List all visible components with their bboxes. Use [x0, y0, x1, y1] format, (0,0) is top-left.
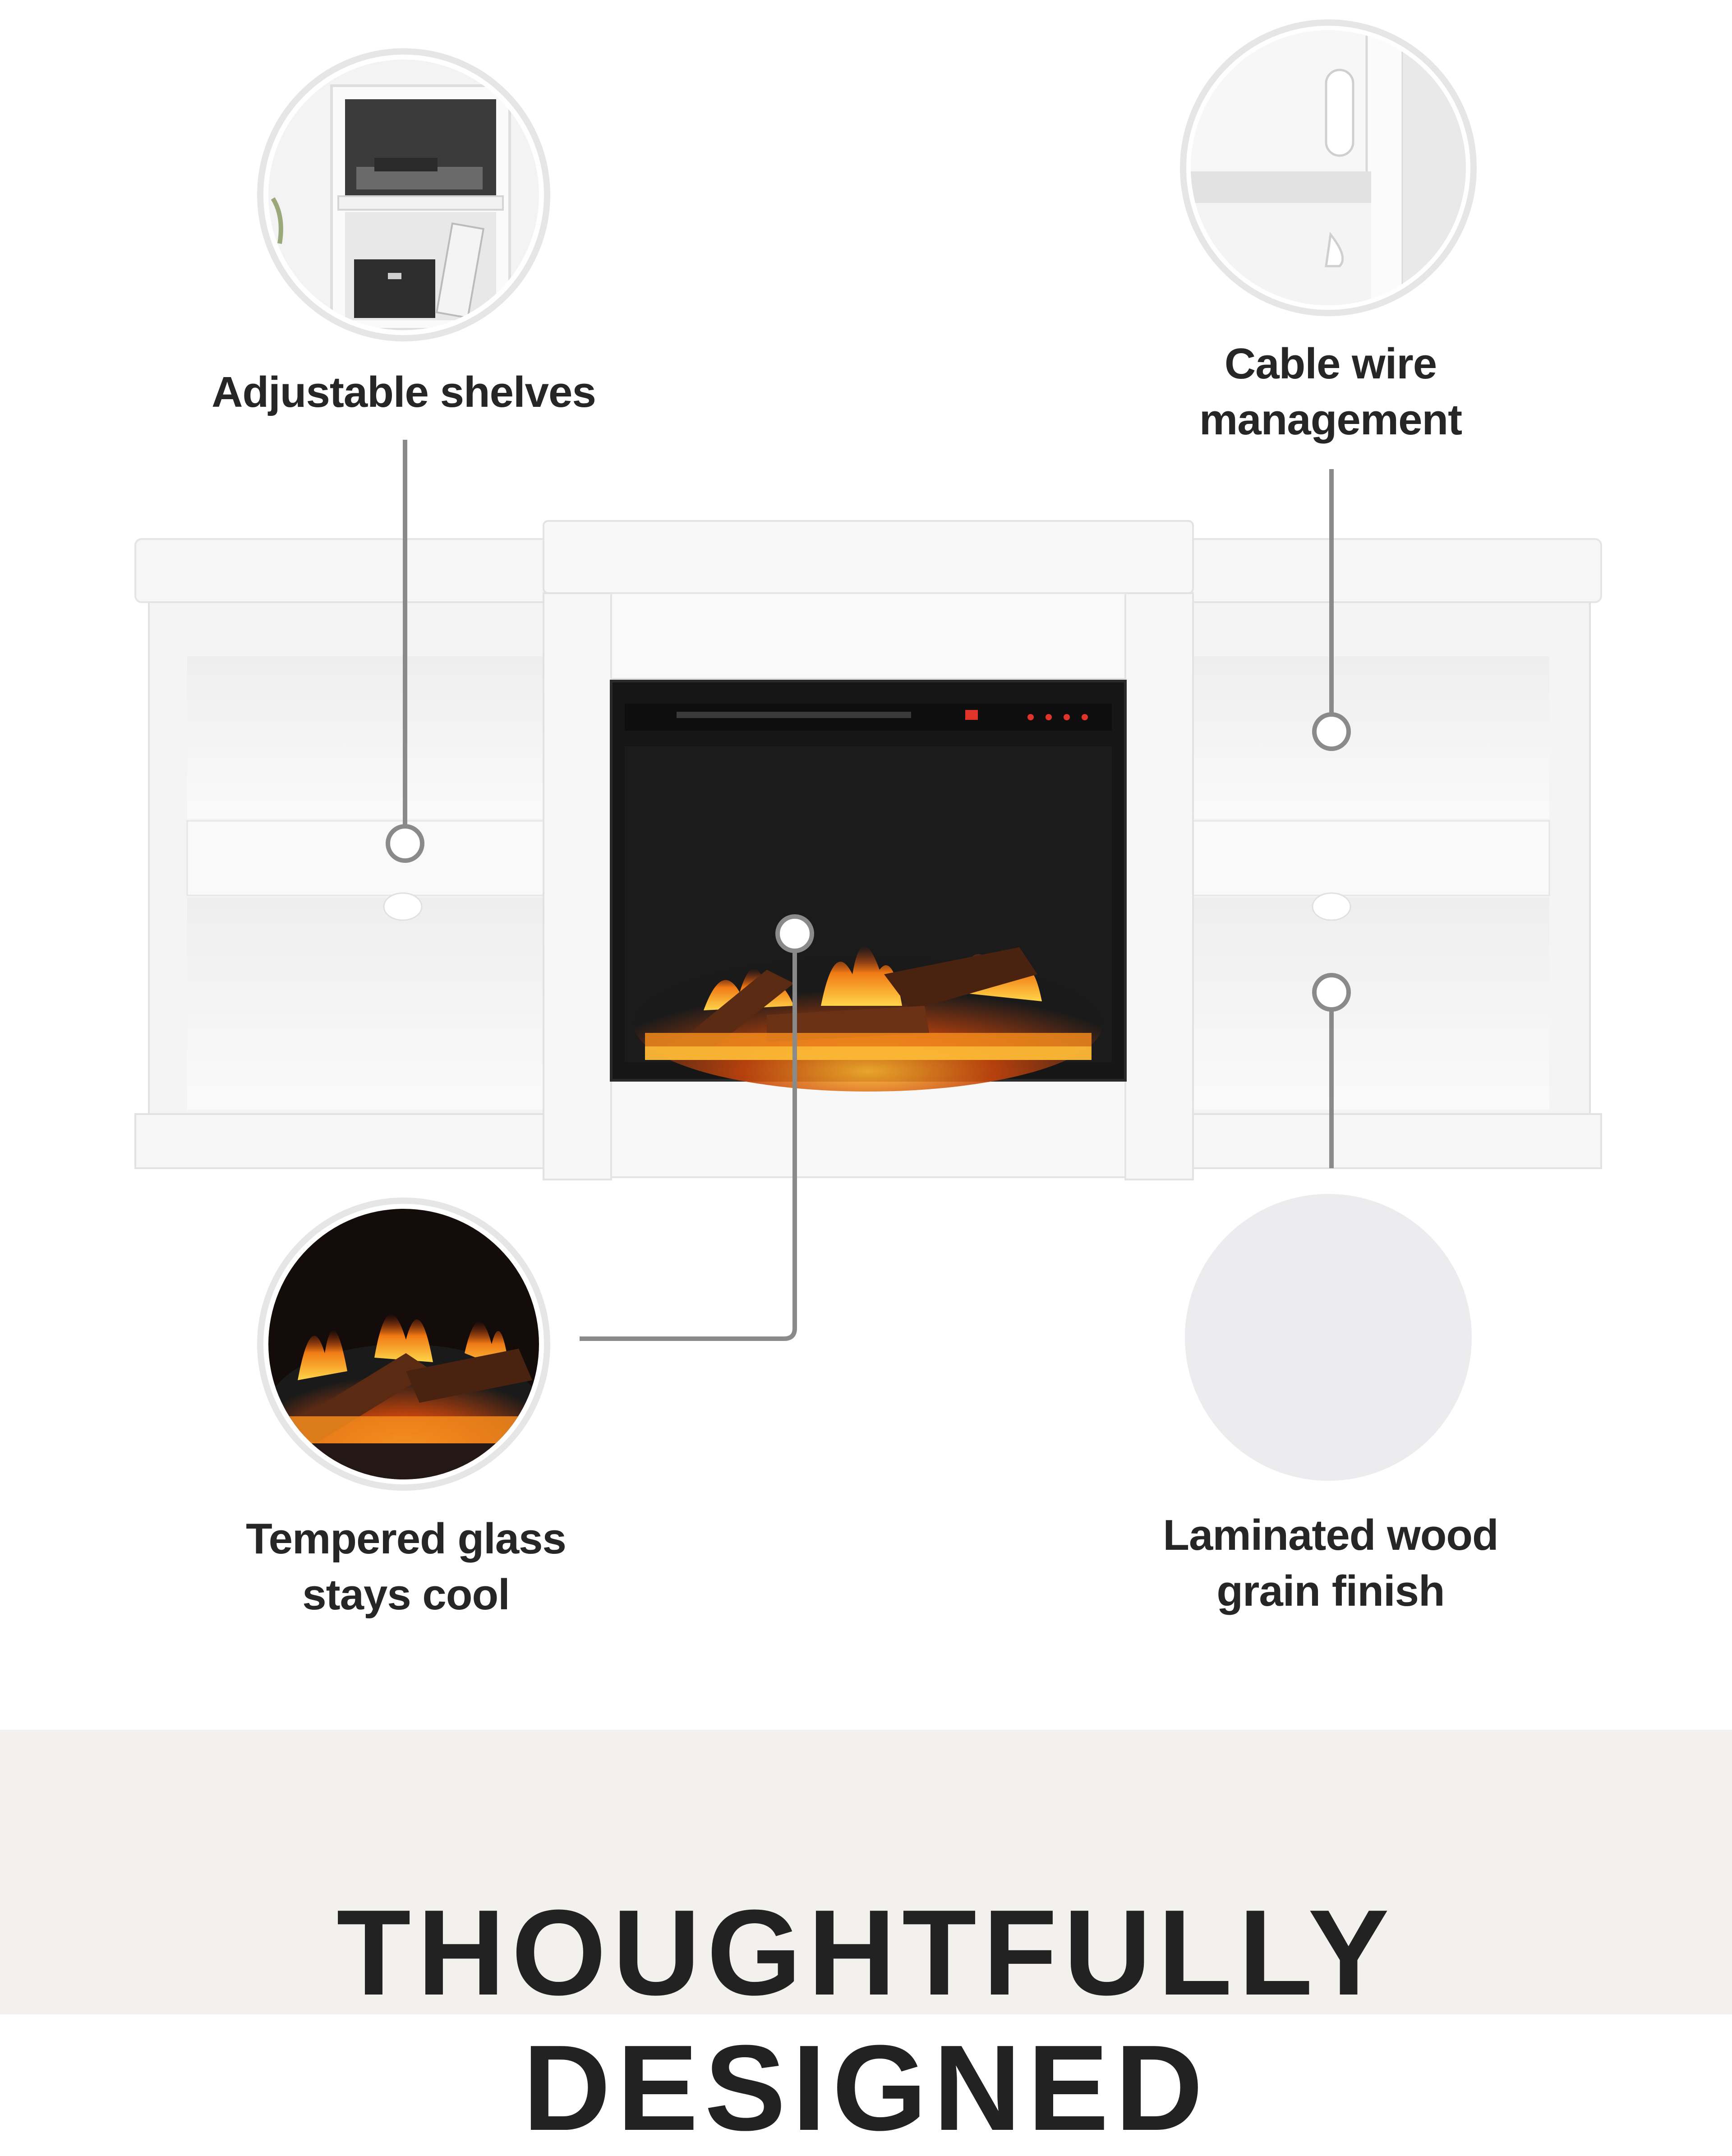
detail-circle-finish [1185, 1194, 1472, 1481]
callout-line-glass [580, 952, 797, 1341]
right-column [1124, 592, 1194, 1180]
marker-shelves [386, 824, 424, 863]
control-light [1027, 714, 1034, 720]
center-mantel [543, 520, 1194, 594]
label-line: management [1199, 396, 1462, 444]
label-line: Tempered glass [246, 1515, 567, 1563]
right-cable-hole [1312, 892, 1351, 921]
footer-title: THOUGHTFULLY DESIGNED [336, 1885, 1396, 2156]
left-upper-cubby [187, 656, 550, 819]
vent-slots [677, 712, 911, 718]
center-header [610, 592, 1126, 680]
illustration [134, 19, 1602, 1491]
detail-circle-shelves [257, 48, 550, 341]
right-upper-cubby [1188, 656, 1549, 819]
label-laminated-wood: Laminated wood grain finish [1082, 1507, 1579, 1619]
label-cable-wire-management: Cable wire management [1105, 336, 1556, 448]
fireplace-tv-stand [134, 520, 1602, 1180]
label-adjustable-shelves: Adjustable shelves [176, 364, 631, 420]
label-line: Laminated wood [1163, 1511, 1498, 1559]
right-top [1181, 538, 1602, 603]
marker-cable [1312, 712, 1351, 751]
control-light [1064, 714, 1070, 720]
left-lower-cubby [187, 898, 550, 1110]
right-lower-cubby [1188, 898, 1549, 1110]
control-light [1082, 714, 1088, 720]
left-top [134, 538, 551, 603]
fireplace-flames [634, 946, 1103, 1092]
label-line: stays cool [302, 1571, 510, 1619]
left-cable-hole [383, 892, 423, 921]
right-base [1181, 1113, 1602, 1169]
label-line: grain finish [1216, 1567, 1445, 1615]
detail-circle-fire [257, 1198, 550, 1491]
center-base [610, 1079, 1126, 1178]
left-base [134, 1113, 551, 1169]
product-feature-graphic: Adjustable shelves Cable wire management… [0, 19, 1732, 2156]
label-line: Cable wire [1224, 340, 1437, 388]
control-light [1046, 714, 1052, 720]
label-tempered-glass: Tempered glass stays cool [180, 1511, 631, 1623]
marker-glass [775, 914, 814, 953]
marker-finish [1312, 973, 1351, 1012]
detail-circle-cable [1180, 19, 1477, 316]
temperature-display [965, 710, 978, 720]
callout-lines [403, 440, 1334, 1341]
right-shelf [1188, 820, 1550, 896]
footer-band [0, 1730, 1732, 2014]
label-line: Adjustable shelves [212, 368, 596, 416]
left-shelf [186, 820, 551, 896]
left-column [543, 592, 612, 1180]
callout-markers [386, 712, 1351, 1012]
